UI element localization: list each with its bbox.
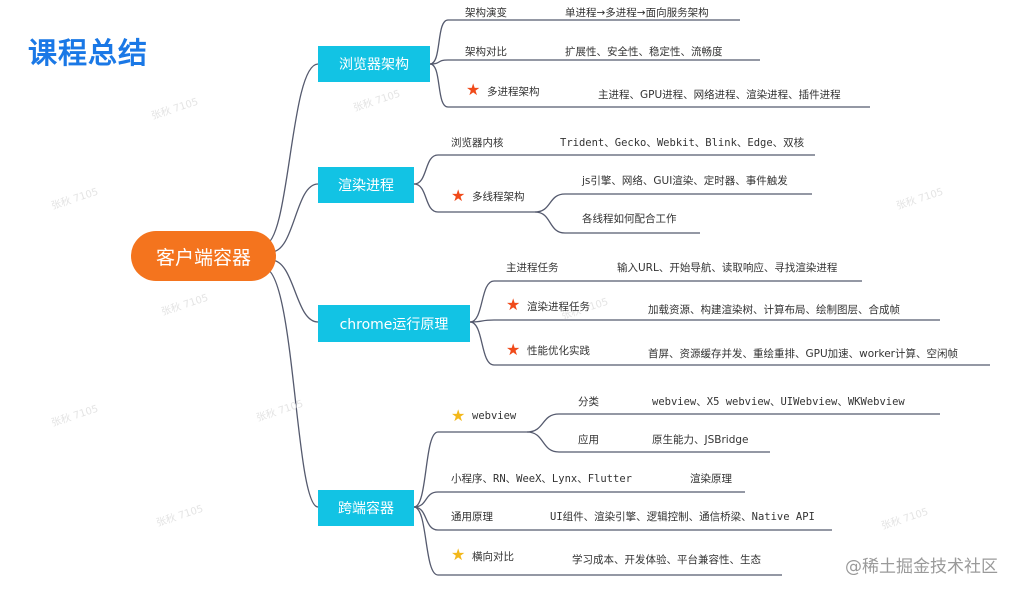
- topic-label: 横向对比: [472, 551, 514, 563]
- topic-detail: 主进程、GPU进程、网络进程、渲染进程、插件进程: [598, 89, 841, 101]
- topic-label: 浏览器内核: [451, 137, 504, 149]
- topic-label: 性能优化实践: [527, 345, 590, 357]
- topic-label: 多线程架构: [472, 191, 525, 203]
- topic-detail: 学习成本、开发体验、平台兼容性、生态: [572, 554, 761, 566]
- topic-label: 架构对比: [465, 46, 507, 58]
- topic-detail: 输入URL、开始导航、读取响应、寻找渲染进程: [617, 262, 838, 274]
- topic-detail: Trident、Gecko、Webkit、Blink、Edge、双核: [560, 137, 805, 149]
- topic-label: 分类: [578, 396, 599, 408]
- topic-detail: 首屏、资源缓存并发、重绘重排、GPU加速、worker计算、空闲帧: [648, 348, 958, 360]
- star-icon: ★: [466, 80, 481, 99]
- star-icon: ★: [451, 545, 466, 564]
- source-credit: @稀土掘金技术社区: [845, 557, 998, 577]
- branch-node-browser-architecture: 浏览器架构: [318, 46, 430, 82]
- topic-label: 架构演变: [465, 7, 507, 19]
- star-icon: ★: [506, 295, 521, 314]
- branch-node-chrome-principle: chrome运行原理: [318, 305, 470, 342]
- topic-label: webview: [472, 410, 517, 422]
- star-icon: ★: [451, 186, 466, 205]
- topic-detail: UI组件、渲染引擎、逻辑控制、通信桥梁、Native API: [550, 511, 815, 523]
- branch-node-cross-platform: 跨端容器: [318, 490, 414, 526]
- topic-detail: 单进程→多进程→面向服务架构: [565, 7, 709, 19]
- star-icon: ★: [506, 340, 521, 359]
- topic-label: 多进程架构: [487, 86, 540, 98]
- star-icon: ★: [451, 406, 466, 425]
- topic-label: 通用原理: [451, 511, 493, 523]
- branch-node-render-process: 渲染进程: [318, 167, 414, 203]
- page-title: 课程总结: [28, 36, 149, 70]
- topic-detail: js引擎、网络、GUI渲染、定时器、事件触发: [582, 175, 788, 187]
- root-node: 客户端容器: [131, 231, 276, 281]
- topic-detail: 渲染原理: [690, 473, 732, 485]
- topic-detail: webview、X5 webview、UIWebview、WKWebview: [652, 396, 905, 408]
- topic-label: 主进程任务: [506, 262, 559, 274]
- topic-detail: 各线程如何配合工作: [582, 213, 677, 225]
- topic-label: 渲染进程任务: [527, 301, 590, 313]
- topic-label: 小程序、RN、WeeX、Lynx、Flutter: [451, 473, 632, 485]
- topic-label: 应用: [578, 434, 599, 446]
- topic-detail: 加载资源、构建渲染树、计算布局、绘制图层、合成帧: [648, 304, 900, 316]
- topic-detail: 扩展性、安全性、稳定性、流畅度: [565, 46, 723, 58]
- topic-detail: 原生能力、JSBridge: [652, 434, 749, 446]
